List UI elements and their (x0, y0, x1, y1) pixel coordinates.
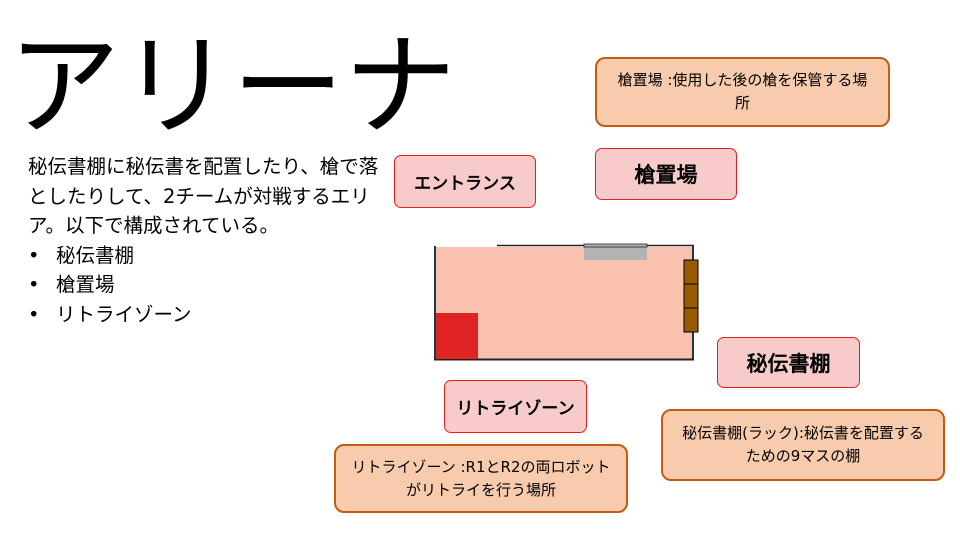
shelf-rack (683, 259, 699, 333)
retry-zone-label: リトライゾーン (444, 380, 587, 433)
description: 秘伝書棚に秘伝書を配置したり、槍で落としたりして、2チームが対戦するエリア。以下… (28, 155, 379, 237)
spear-area-edge (583, 243, 648, 248)
slide-body: 秘伝書棚に秘伝書を配置したり、槍で落としたりして、2チームが対戦するエリア。以下… (28, 152, 388, 329)
spear-area-note: 槍置場 :使用した後の槍を保管する場所 (595, 57, 890, 127)
shelf-note: 秘伝書棚(ラック):秘伝書を配置するための9マスの棚 (661, 409, 945, 481)
list-item: 秘伝書棚 (28, 241, 388, 271)
entrance-label: エントランス (394, 155, 536, 208)
component-list: 秘伝書棚 槍置場 リトライゾーン (28, 241, 388, 330)
shelf-label: 秘伝書棚 (717, 337, 860, 388)
list-item: リトライゾーン (28, 300, 388, 330)
spear-area-label: 槍置場 (595, 148, 737, 200)
retry-zone (436, 313, 478, 359)
arena-field-diagram (434, 243, 699, 361)
list-item: 槍置場 (28, 270, 388, 300)
spear-area (584, 245, 647, 260)
retry-zone-note: リトライゾーン :R1とR2の両ロボットがリトライを行う場所 (334, 444, 628, 513)
slide-title: アリーナ (8, 22, 456, 152)
